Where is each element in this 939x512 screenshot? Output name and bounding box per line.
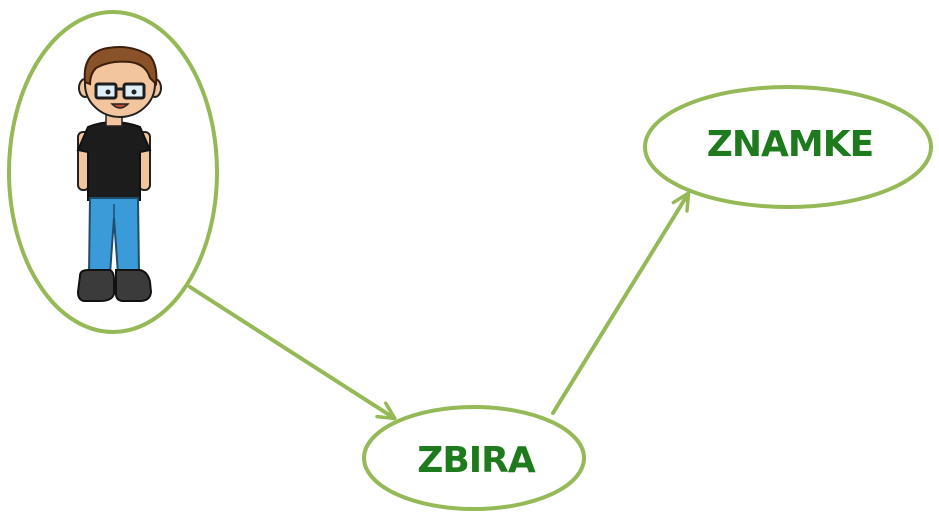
edge-person-to-zbira bbox=[188, 285, 397, 421]
edge-zbira-to-znamke bbox=[551, 191, 691, 415]
node-znamke bbox=[643, 85, 933, 209]
node-zbira-label: ZBIRA bbox=[417, 440, 536, 481]
node-zbira bbox=[362, 405, 586, 511]
node-znamke-label: ZNAMKE bbox=[706, 124, 874, 165]
node-znamke-outline bbox=[643, 85, 933, 209]
node-person bbox=[7, 10, 219, 334]
boy-with-glasses-icon bbox=[76, 46, 162, 302]
node-zbira-outline bbox=[362, 405, 586, 511]
node-person-outline bbox=[7, 10, 219, 334]
